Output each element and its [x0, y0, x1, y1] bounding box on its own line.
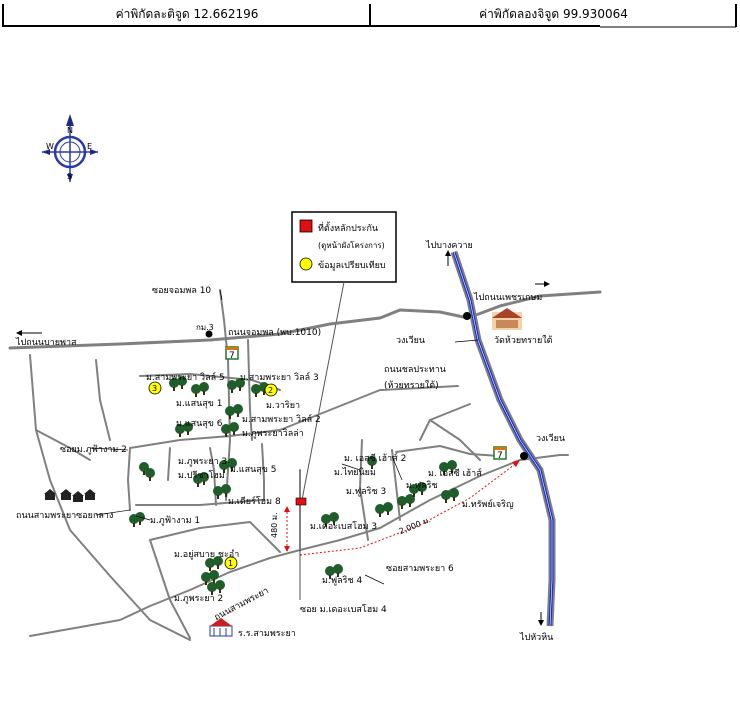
label-m-saensuk5: ม.แสนสุข 5 — [230, 465, 276, 475]
coordinate-bar-frame — [2, 4, 737, 28]
label-m-lacasa3: ม.เดอะเบสโฮม 3 — [310, 521, 377, 532]
legend: ที่ตั้งหลักประกัน (ดูหน้าผังโครงการ) ข้อ… — [291, 211, 397, 283]
label-m-sampraya-villa3: ม.สามพระยา วิลล์ 3 — [240, 371, 319, 383]
label-m-sc-asset2: ม. เอสซี เฮ้าส์ 2 — [344, 452, 406, 464]
label-m-saensuk1: ม.แสนสุข 1 — [176, 399, 222, 409]
label-chomphon-rd: ถนนจอมพล (พบ.1010) — [228, 328, 321, 338]
seven-eleven-icon: 7 — [225, 346, 239, 361]
map-labels: ไปบางควาย ไปถนนเพชรเกษม ไปถนนบายพาส ไปหั… — [15, 240, 565, 643]
roundabout-2-icon — [520, 452, 528, 460]
comparable-marker-2: 2 — [264, 383, 278, 397]
label-m-sc-house: ม. เอสซี เฮ้าส์ — [428, 467, 482, 479]
label-m-phupraya2: ม.ภูพระยา 2 — [174, 594, 223, 604]
label-thanon-sampraya-road: ถนนสามพระยา — [213, 586, 271, 623]
svg-text:3: 3 — [152, 384, 157, 393]
legend-site-icon — [299, 219, 313, 233]
label-thanon-sampraya: ถนนสามพระยาซอยกลาง — [16, 511, 113, 521]
label-m-yoosabai: ม.อยู่สบาย ชะอำ — [174, 549, 239, 560]
label-m-thai-niyom: ม.ไทยนิยม — [334, 467, 376, 478]
label-m-wariya: ม.วาริยา — [266, 400, 300, 411]
comparable-marker-3: 3 — [148, 381, 162, 395]
legend-site-line2: (ดูหน้าผังโครงการ) — [318, 240, 385, 251]
label-roundabout-1: วงเวียน — [396, 335, 425, 346]
label-m-saensuk6: ม.แสนสุข 6 — [176, 419, 223, 429]
latitude-value: ค่าพิกัดละติจูด 12.662196 — [115, 7, 259, 21]
compass-n: N — [67, 126, 73, 135]
comparable-marker-1: 1 — [224, 556, 238, 570]
label-to-bang-kwai: ไปบางควาย — [425, 240, 473, 251]
label-roundabout-2: วงเวียน — [536, 433, 565, 444]
label-wat: วัดห้วยทรายใต้ — [494, 335, 553, 346]
label-to-bai-pas: ไปถนนบายพาส — [15, 337, 77, 348]
label-m-dear-home8: ม.เดียร์โฮม 8 — [228, 495, 281, 507]
label-m-phurich: ม.ฟูลริช — [406, 480, 438, 491]
label-huay-sai-tai: (ห้วยทรายใต้) — [384, 380, 439, 391]
label-m-sampraya-villa2: ม.สามพระยา วิลล์ 2 — [242, 413, 321, 425]
temple-icon — [492, 308, 522, 330]
label-to-hua-hin: ไปหัวหิน — [519, 632, 553, 643]
distance-480: 480 ม. — [270, 506, 290, 552]
legend-comparable-icon — [299, 257, 313, 271]
seven-eleven-icon-2: 7 — [493, 446, 507, 461]
svg-text:2,000 ม.: 2,000 ม. — [398, 515, 432, 536]
label-km3: กม.3 — [196, 323, 214, 332]
label-school: ร.ร.สามพระยา — [238, 629, 296, 639]
label-m-sampraya-villa5: ม.สามพระยา วิลล์ 5 — [146, 371, 225, 383]
label-soi-chomphon-10: ซอยจอมพล 10 — [152, 286, 211, 296]
svg-text:7: 7 — [229, 351, 235, 361]
label-m-phulich4: ม.ฟูลริช 4 — [322, 575, 362, 586]
roundabout-1-icon — [463, 312, 471, 320]
site-marker — [295, 497, 307, 506]
house-icons — [44, 489, 96, 502]
label-m-preecha-home: ม.ปรีชาโฮม — [178, 470, 225, 481]
svg-text:2: 2 — [268, 386, 273, 395]
label-m-phupraya3: ม.ภูพระยา 3 — [178, 457, 227, 467]
legend-site-line1: ที่ตั้งหลักประกัน — [318, 221, 378, 234]
label-m-phulich3: ม.ฟูลริช 3 — [346, 486, 386, 497]
compass-e: E — [87, 142, 92, 151]
label-chonprathan-rd: ถนนชลประทาน — [384, 365, 446, 375]
label-leaders — [89, 289, 479, 600]
school-icon — [209, 618, 233, 637]
label-m-phupraya-villa: ม.ภูพระยาวิลล่า — [242, 428, 304, 439]
direction-arrows — [16, 250, 550, 626]
label-m-sapcharoen: ม.ทรัพย์เจริญ — [462, 498, 514, 510]
label-m-phufangam1: ม.ภูฟ้างาม 1 — [150, 515, 200, 526]
legend-comparable: ข้อมูลเปรียบเทียบ — [318, 260, 386, 271]
coordinate-bar: ค่าพิกัดละติจูด 12.662196 ค่าพิกัดลองจิจ… — [0, 0, 740, 28]
label-soi-phufangam2: ซอยม.ภูฟ้างาม 2 — [60, 444, 127, 455]
longitude-value: ค่าพิกัดลองจิจูด 99.930064 — [479, 7, 628, 21]
label-soi-sampraya6: ซอยสามพระยา 6 — [386, 564, 454, 574]
canal — [450, 250, 556, 627]
compass-icon: N S E W — [42, 114, 98, 182]
legend-pointer-line — [301, 281, 345, 501]
svg-text:1: 1 — [228, 559, 233, 568]
km3-dot-icon — [205, 330, 213, 338]
svg-text:7: 7 — [497, 451, 503, 461]
label-soi-lacasa4: ซอย ม.เดอะเบสโฮม 4 — [300, 604, 387, 615]
compass-s: S — [67, 172, 72, 181]
compass-w: W — [46, 142, 54, 151]
svg-text:480 ม.: 480 ม. — [270, 512, 279, 538]
label-to-phetkasem: ไปถนนเพชรเกษม — [473, 292, 542, 303]
